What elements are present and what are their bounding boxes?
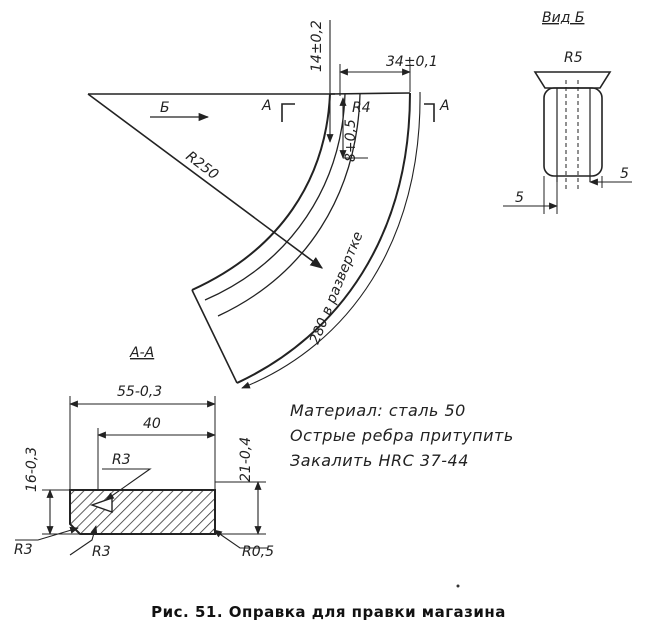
section-r3-bottom-leader <box>69 525 98 556</box>
section-radius-right-bottom: R0,5 <box>242 544 274 560</box>
inner-arc <box>191 93 331 291</box>
outer-arc <box>236 92 411 384</box>
section-title: А-А <box>129 345 154 361</box>
section-dim-right-height: 21-0,4 <box>238 437 254 482</box>
dim-top-width: 34±0,1 <box>386 54 438 70</box>
section-body <box>69 489 216 535</box>
dim-groove-depth: 8+0,5 <box>343 119 359 162</box>
section-mark-right-label: А <box>439 98 450 114</box>
view-b-body <box>543 87 603 177</box>
section-r3-left-leader <box>15 526 79 541</box>
arc-length-dim <box>241 91 421 389</box>
section-radius-left-bottom: R3 <box>14 542 33 558</box>
arc-length-label: 280 в развертке <box>307 229 367 346</box>
section-mark-left-label: А <box>261 98 272 114</box>
dim-height-top: 14±0,2 <box>309 20 325 72</box>
view-b-title: Вид Б <box>542 10 584 26</box>
section-radius-inner: R3 <box>112 452 131 468</box>
view-b-radius: R5 <box>564 50 583 66</box>
section-mark-right-line <box>424 103 435 122</box>
section-a-a <box>15 396 268 556</box>
speck <box>456 584 460 588</box>
groove-arc-2 <box>217 93 361 317</box>
section-mark-left-line <box>281 103 295 122</box>
main-view <box>87 20 435 389</box>
section-groove <box>89 497 113 513</box>
view-b-dim-left: 5 <box>515 190 524 206</box>
note-material: Материал: сталь 50 <box>290 401 466 420</box>
section-radius-left-inner: R3 <box>92 544 111 560</box>
note-edges: Острые ребра притупить <box>290 426 514 445</box>
dim-corner-radius: R4 <box>352 100 371 116</box>
figure-caption: Рис. 51. Оправка для правки магазина <box>151 603 506 621</box>
view-b-cap <box>533 71 612 89</box>
section-dim-inner-width: 40 <box>143 416 161 432</box>
section-r3-inner-leader <box>102 468 152 501</box>
section-dim-total-width: 55-0,3 <box>117 384 162 400</box>
section-r05-leader <box>213 529 268 549</box>
end-face <box>191 289 238 384</box>
note-hardening: Закалить HRC 37-44 <box>290 451 469 470</box>
arrow-b-label: Б <box>160 100 170 116</box>
view-b <box>503 71 632 214</box>
section-dim-left-height: 16-0,3 <box>24 447 40 492</box>
top-face <box>329 92 411 95</box>
radius-line <box>87 93 324 269</box>
view-b-dim-right: 5 <box>620 166 629 182</box>
